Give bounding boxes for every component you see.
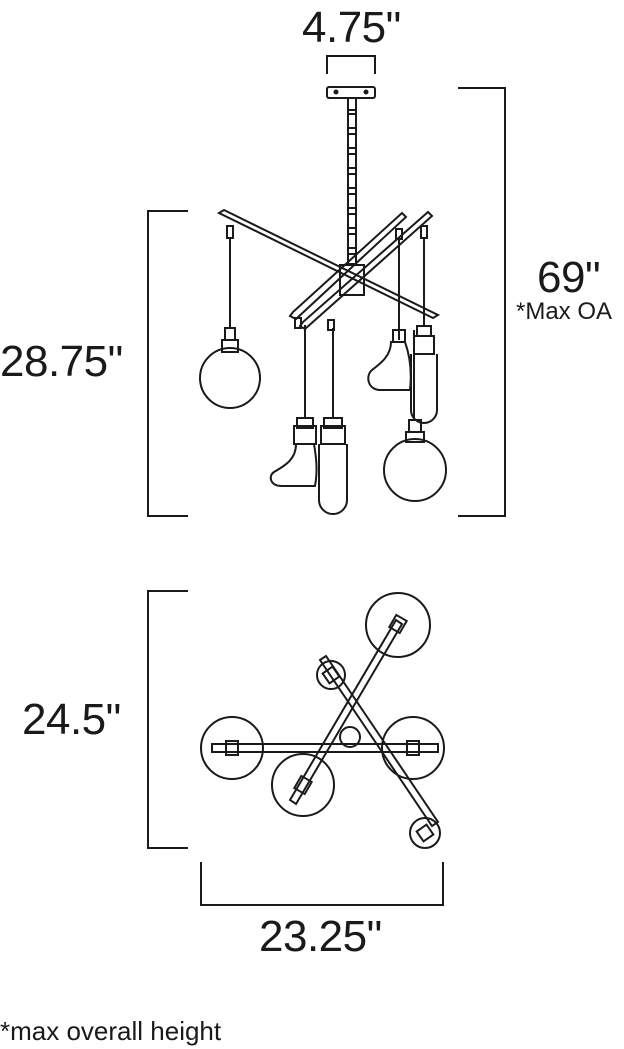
fixture-height-bracket [147,210,188,517]
footnote: *max overall height [0,1016,222,1046]
bell-shade-left [269,417,318,487]
overall-height-label: 69" [537,253,601,302]
top-view-plan [200,592,445,849]
top-view-depth-label: 24.5" [22,695,121,744]
canopy-width-bracket [326,55,376,74]
top-view-depth-bracket [147,590,188,849]
globe-shade-right [383,419,447,502]
globe-shade-left [199,327,261,409]
fixture-height-label: 28.75" [0,337,123,386]
fixture-arms [216,208,441,331]
overall-height-note: *Max OA [516,298,613,325]
capsule-shade-center [318,417,348,515]
top-view-width-label: 23.25" [259,912,382,961]
overall-height-bracket [458,87,506,517]
capsule-shade-right [410,325,438,424]
canopy-width-label: 4.75" [302,3,401,52]
top-view-width-bracket [200,862,444,906]
center-hub [339,264,365,296]
bell-shade-right [367,329,412,391]
hanging-rod [347,97,357,265]
